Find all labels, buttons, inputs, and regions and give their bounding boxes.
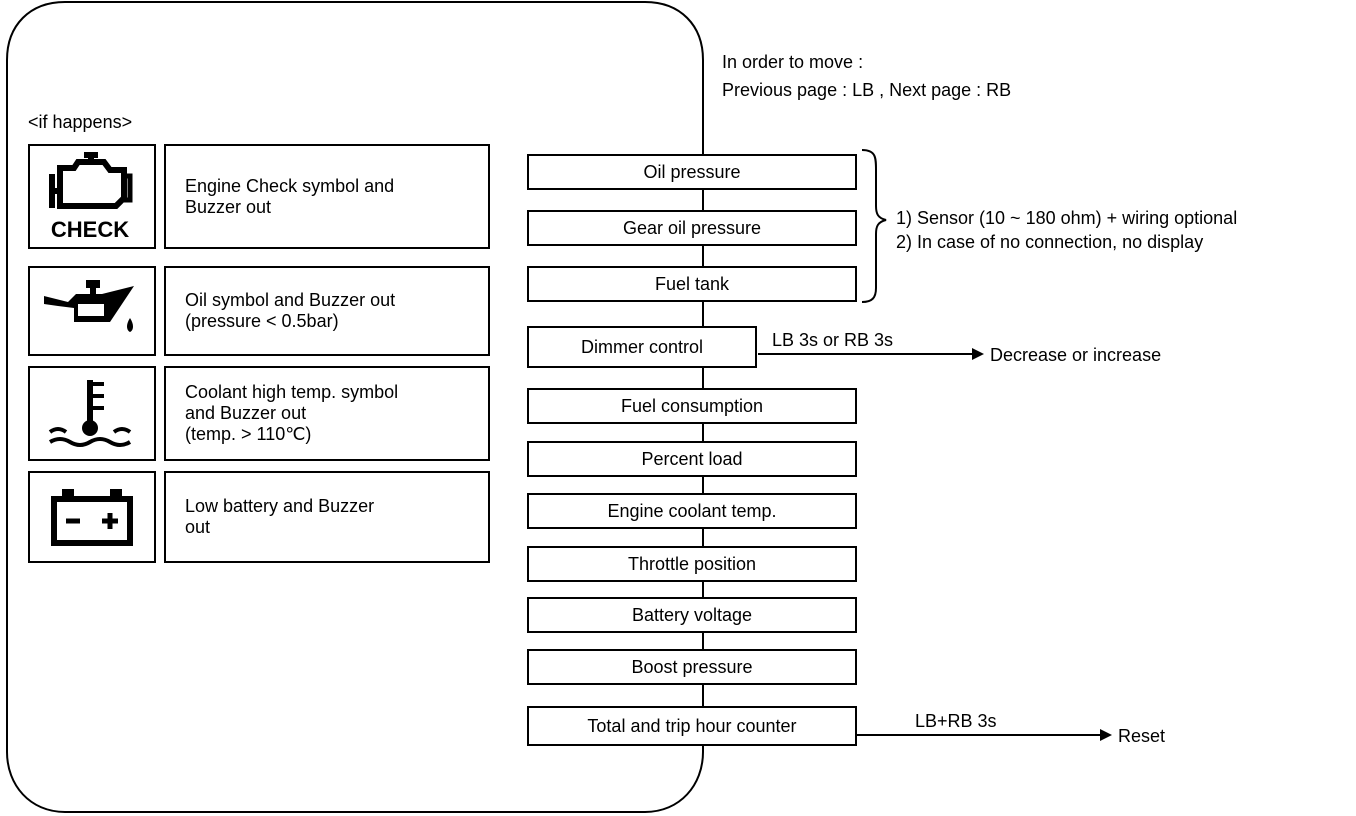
page-oil-pressure: Oil pressure bbox=[527, 154, 857, 190]
engine-check-icon: CHECK bbox=[49, 152, 133, 242]
outer-frame bbox=[6, 1, 704, 813]
reset-arrowhead bbox=[1100, 729, 1112, 741]
nav-note-line1: In order to move : bbox=[722, 52, 864, 72]
dimmer-trigger-label: LB 3s or RB 3s bbox=[772, 330, 894, 350]
dimmer-result-label: Decrease or increase bbox=[990, 345, 1162, 365]
warning-text: Oil symbol and Buzzer out (pressure < 0.… bbox=[185, 290, 396, 331]
warning-text: Coolant high temp. symbol and Buzzer out… bbox=[185, 382, 399, 444]
page-fuel-tank: Fuel tank bbox=[527, 266, 857, 302]
page-dimmer-control: Dimmer control bbox=[527, 326, 757, 368]
warning-text-coolant: Coolant high temp. symbol and Buzzer out… bbox=[164, 366, 490, 461]
sensor-note-line2: 2) In case of no connection, no display bbox=[896, 232, 1204, 252]
coolant-temp-icon bbox=[48, 380, 132, 447]
sensor-brace bbox=[861, 149, 887, 303]
dimmer-arrowhead bbox=[972, 348, 984, 360]
warning-text: Engine Check symbol and Buzzer out bbox=[185, 175, 395, 217]
warning-text: Low battery and Buzzer out bbox=[185, 496, 375, 537]
battery-icon bbox=[51, 489, 133, 546]
reset-result-label: Reset bbox=[1118, 726, 1166, 746]
page-percent-load: Percent load bbox=[527, 441, 857, 477]
oil-icon-box bbox=[28, 266, 156, 356]
engine-check-icon-box: CHECK bbox=[28, 144, 156, 249]
page-hour-counter: Total and trip hour counter bbox=[527, 706, 857, 746]
battery-icon-box bbox=[28, 471, 156, 563]
coolant-icon-box bbox=[28, 366, 156, 461]
oil-can-icon bbox=[44, 280, 134, 332]
page-throttle-position: Throttle position bbox=[527, 546, 857, 582]
page-battery-voltage: Battery voltage bbox=[527, 597, 857, 633]
page-boost-pressure: Boost pressure bbox=[527, 649, 857, 685]
page-engine-coolant-temp: Engine coolant temp. bbox=[527, 493, 857, 529]
sensor-note-line1: 1) Sensor (10 ~ 180 ohm) + wiring option… bbox=[896, 208, 1238, 228]
warning-text-battery: Low battery and Buzzer out bbox=[164, 471, 490, 563]
page-gear-oil-pressure: Gear oil pressure bbox=[527, 210, 857, 246]
reset-trigger-label: LB+RB 3s bbox=[915, 711, 997, 731]
warning-text-engine-check: Engine Check symbol and Buzzer out bbox=[164, 144, 490, 249]
warning-text-oil: Oil symbol and Buzzer out (pressure < 0.… bbox=[164, 266, 490, 356]
page-fuel-consumption: Fuel consumption bbox=[527, 388, 857, 424]
warnings-heading: <if happens> bbox=[28, 112, 133, 132]
check-icon-text: CHECK bbox=[51, 217, 129, 242]
nav-note-line2: Previous page : LB , Next page : RB bbox=[722, 80, 1012, 100]
